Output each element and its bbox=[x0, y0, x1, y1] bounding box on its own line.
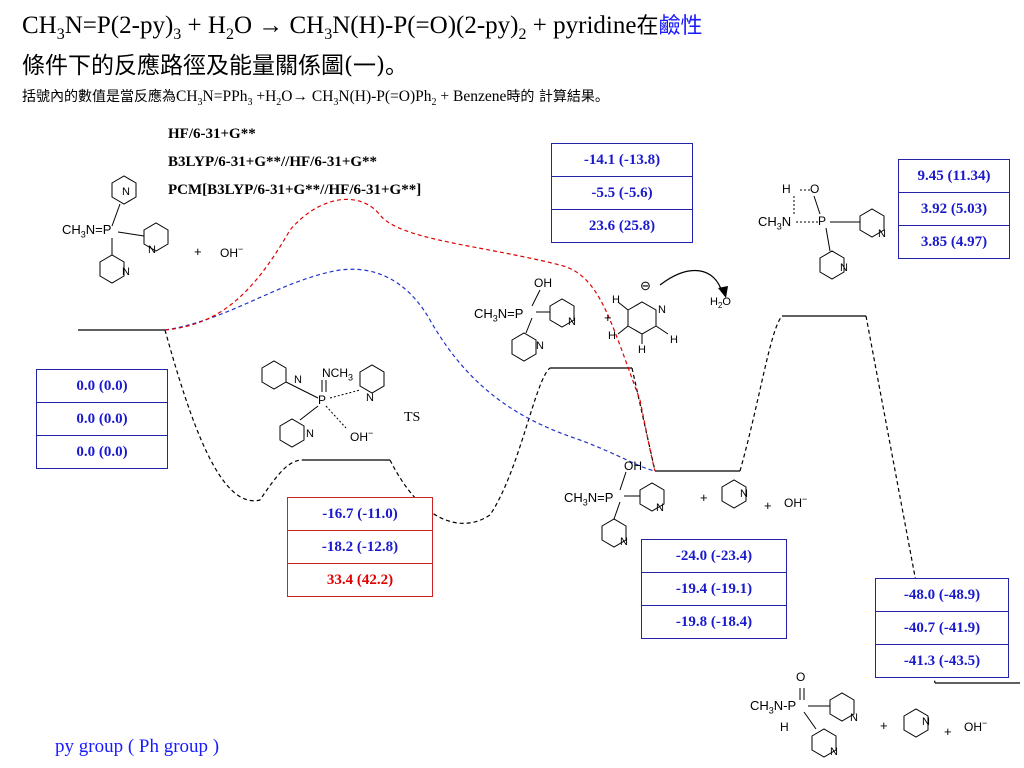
title-equation-text: CH3N=P(2-py)3 + H2O → CH3N(H)-P(=O)(2-py… bbox=[22, 12, 637, 43]
ts-label: TS bbox=[404, 410, 421, 425]
int-top-plus: + bbox=[604, 310, 612, 325]
prod-n1: N bbox=[850, 712, 858, 724]
energy-value: 9.45 (11.34) bbox=[917, 168, 991, 184]
title-line2: 條件下的反應路徑及能量關係圖(一)。 bbox=[22, 53, 408, 79]
ts1-n-left: N bbox=[294, 374, 302, 386]
int-top-n1: N bbox=[568, 316, 576, 328]
ts1-p: P bbox=[318, 393, 327, 407]
ts2-h: H bbox=[782, 182, 791, 196]
footer-legend: py group ( Ph group ) bbox=[55, 736, 220, 757]
prod-h: H bbox=[780, 720, 789, 734]
prod-n2: N bbox=[830, 746, 838, 758]
ts2-n1: N bbox=[878, 228, 886, 240]
energy-value: 0.0 (0.0) bbox=[76, 378, 128, 394]
pyridine-anion bbox=[617, 301, 669, 344]
energy-value: -19.4 (-19.1) bbox=[642, 572, 786, 605]
int-plus1: + bbox=[700, 490, 708, 505]
prod-pyridine-n: N bbox=[922, 716, 930, 728]
arrow-head bbox=[718, 286, 728, 298]
energy-value: -18.2 (-12.8) bbox=[288, 530, 432, 563]
int-n1: N bbox=[656, 502, 664, 514]
energy-value-red: 33.4 (42.2) bbox=[288, 563, 432, 596]
ts2-molecule bbox=[793, 189, 885, 280]
method-hf: HF/6-31+G** bbox=[168, 126, 256, 142]
product-molecule bbox=[799, 688, 929, 758]
energy-box-product: -48.0 (-48.9) -40.7 (-41.9) -41.3 (-43.5… bbox=[875, 578, 1009, 678]
int-group: CH3N=P bbox=[564, 490, 614, 508]
ts1-molecule bbox=[261, 360, 385, 448]
reactant-group-label: CH3N=P bbox=[62, 222, 112, 240]
energy-box-intermediate: -24.0 (-23.4) -19.4 (-19.1) -19.8 (-18.4… bbox=[641, 539, 787, 639]
energy-value: -48.0 (-48.9) bbox=[903, 587, 981, 603]
prod-plus2: + bbox=[944, 724, 952, 739]
ts1-oh: OH− bbox=[350, 428, 374, 444]
energy-value: -41.3 (-43.5) bbox=[876, 644, 1008, 677]
title-suffix: 在 bbox=[636, 14, 659, 39]
anion-h1: H bbox=[612, 294, 620, 306]
anion-n: N bbox=[658, 304, 666, 316]
h2o-label: H2O bbox=[710, 296, 731, 311]
ts2-ch3n: CH3N bbox=[758, 214, 792, 232]
energy-value: -14.1 (-13.8) bbox=[583, 152, 661, 168]
energy-value: 0.0 (0.0) bbox=[37, 402, 167, 435]
energy-value: 3.92 (5.03) bbox=[899, 192, 1009, 225]
energy-value: 23.6 (25.8) bbox=[552, 209, 692, 242]
int-top-n2: N bbox=[536, 340, 544, 352]
anion-h3: H bbox=[638, 344, 646, 356]
path-pcm bbox=[164, 198, 656, 472]
int-pyridine-n: N bbox=[740, 488, 748, 500]
method-pcm: PCM[B3LYP/6-31+G**//HF/6-31+G**] bbox=[168, 182, 422, 198]
prod-group: CH3N-P bbox=[750, 698, 797, 716]
ts1-nch3: NCH3 bbox=[322, 366, 354, 383]
prod-oh-minus: OH− bbox=[964, 718, 988, 734]
method-b3lyp: B3LYP/6-31+G**//HF/6-31+G** bbox=[168, 154, 378, 170]
method-list: HF/6-31+G** B3LYP/6-31+G**//HF/6-31+G** … bbox=[168, 120, 421, 204]
anion-h2: H bbox=[608, 330, 616, 342]
energy-value: 3.85 (4.97) bbox=[899, 225, 1009, 258]
energy-value: -19.8 (-18.4) bbox=[642, 605, 786, 638]
reactant-n1: N bbox=[122, 186, 130, 198]
title-equation: CH3N=P(2-py)3 + H2O → CH3N(H)-P(=O)(2-py… bbox=[22, 8, 702, 44]
energy-value: 0.0 (0.0) bbox=[37, 435, 167, 468]
curved-arrow bbox=[659, 270, 723, 293]
anion-h4: H bbox=[670, 334, 678, 346]
int-top-group: CH3N=P bbox=[474, 306, 524, 324]
path-b3lyp bbox=[164, 268, 656, 472]
intermediate-top-molecule bbox=[511, 289, 575, 362]
int-oh-minus: OH− bbox=[784, 494, 808, 510]
reactant-oh: OH− bbox=[220, 244, 244, 260]
prod-plus1: + bbox=[880, 718, 888, 733]
energy-box-intermediate-top: -14.1 (-13.8) -5.5 (-5.6) 23.6 (25.8) bbox=[551, 143, 693, 243]
energy-value: -5.5 (-5.6) bbox=[552, 176, 692, 209]
energy-value: -16.7 (-11.0) bbox=[322, 506, 398, 522]
reactant-n3: N bbox=[122, 266, 130, 278]
reactant-n2: N bbox=[148, 244, 156, 256]
energy-box-ts2: 9.45 (11.34) 3.92 (5.03) 3.85 (4.97) bbox=[898, 159, 1010, 259]
ts2-p: P bbox=[818, 214, 827, 228]
energy-box-ts1: -16.7 (-11.0) -18.2 (-12.8) 33.4 (42.2) bbox=[287, 497, 433, 597]
title-note: 括號內的數值是當反應為CH3N=PPh3 +H2O→ CH3N(H)-P(=O)… bbox=[22, 88, 609, 109]
ts2-n2: N bbox=[840, 262, 848, 274]
prod-o: O bbox=[796, 670, 806, 684]
ts1-n-bottom: N bbox=[306, 428, 314, 440]
int-top-oh: OH bbox=[534, 276, 552, 290]
path-hf bbox=[164, 315, 936, 684]
reactant-plus: + bbox=[194, 244, 202, 259]
intermediate-molecule bbox=[601, 471, 747, 548]
reactant-molecule bbox=[99, 175, 169, 284]
energy-value: -40.7 (-41.9) bbox=[876, 611, 1008, 644]
title-base-condition: 鹼性 bbox=[658, 14, 703, 39]
ts2-o: O bbox=[810, 182, 820, 196]
energy-value: -24.0 (-23.4) bbox=[675, 548, 753, 564]
int-n2: N bbox=[620, 536, 628, 548]
anion-charge: ⊖ bbox=[640, 278, 651, 293]
int-oh: OH bbox=[624, 459, 642, 473]
energy-box-reactant: 0.0 (0.0) 0.0 (0.0) 0.0 (0.0) bbox=[36, 369, 168, 469]
ts1-n-right: N bbox=[366, 392, 374, 404]
int-plus2: + bbox=[764, 498, 772, 513]
